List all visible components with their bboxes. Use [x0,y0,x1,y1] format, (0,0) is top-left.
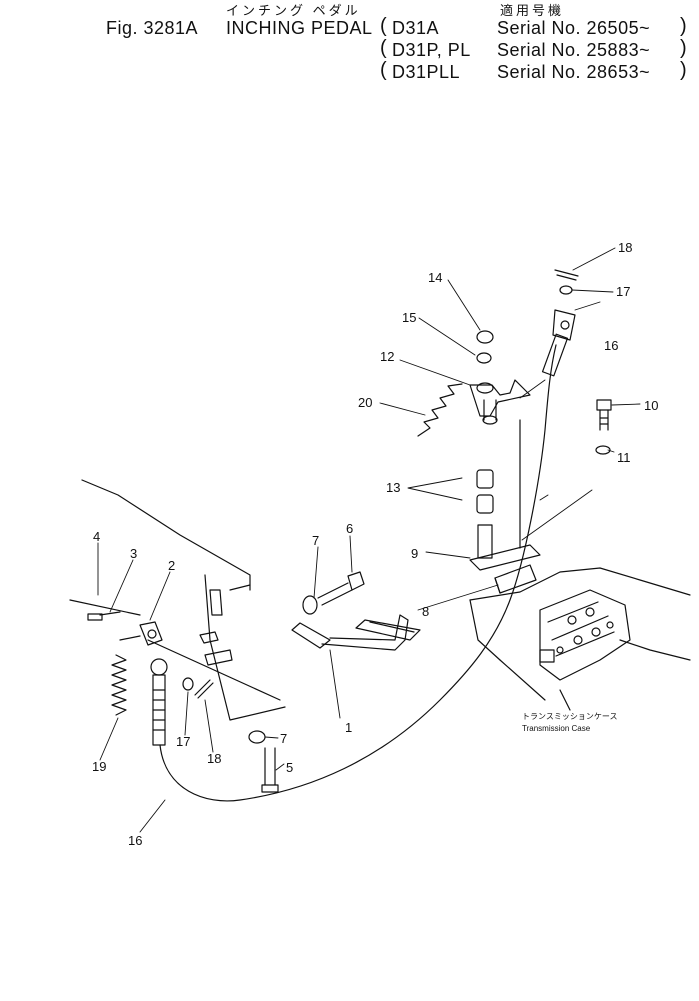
nut-14 [476,330,494,344]
callout-20: 20 [358,395,372,410]
block-8 [494,564,537,594]
figure-title: INCHING PEDAL [226,18,373,38]
paren-open-3: ( [380,59,387,81]
callout-3: 3 [130,546,137,561]
callout-10: 10 [644,398,658,413]
serial-row-1: Serial No. 26505~ [497,18,651,38]
pin-3 [99,611,121,616]
callout-17-lower: 17 [176,734,190,749]
model-row-2: D31P, PL [392,40,471,60]
paren-close-1: ) [680,15,687,37]
cable-end-upper [541,309,576,377]
callout-18-lower: 18 [207,751,221,766]
cotter-pin-18-upper [554,269,579,281]
serial-row-2: Serial No. 25883~ [497,40,651,60]
callout-6: 6 [346,521,353,536]
spring-20 [417,383,463,437]
callout-8: 8 [422,604,429,619]
callout-labels: 1 2 3 4 5 6 7 7 8 9 10 11 12 13 14 15 16… [92,240,658,848]
floor-plate-right [469,567,691,711]
paren-close-3: ) [680,59,687,81]
washer-15 [476,352,492,364]
inching-pedal [291,614,421,651]
callout-5: 5 [286,760,293,775]
callout-13: 13 [386,480,400,495]
shaft-bracket-9 [469,419,541,571]
callout-16-lower: 16 [128,833,142,848]
callout-4: 4 [93,529,100,544]
kana-applicable: 適用号機 [500,3,565,18]
callout-14: 14 [428,270,442,285]
pivot-bracket [119,621,163,646]
washer-11 [595,445,611,455]
transmission-caption-en: Transmission Case [522,724,591,733]
callout-12: 12 [380,349,394,364]
cable-end-lower [150,658,168,746]
callout-9: 9 [411,546,418,561]
callout-19: 19 [92,759,106,774]
lever-12 [469,379,531,425]
pin-4 [87,613,103,621]
paren-open-2: ( [380,37,387,59]
paren-close-2: ) [680,37,687,59]
transmission-caption: トランスミッションケース Transmission Case [522,712,617,733]
callout-2: 2 [168,558,175,573]
washer-17-lower [182,677,194,691]
transmission-case [539,589,631,681]
washer-17-upper [559,285,573,295]
control-cable [159,344,557,802]
callout-15: 15 [402,310,416,325]
serial-row-3: Serial No. 28653~ [497,62,651,82]
model-row-1: D31A [392,18,440,38]
callout-17-upper: 17 [616,284,630,299]
callout-11: 11 [617,450,631,465]
callout-7-upper: 7 [312,533,319,548]
nut-7-upper [302,595,318,615]
callout-16-upper: 16 [604,338,618,353]
bushing-13 [476,469,494,514]
callout-18-upper: 18 [618,240,632,255]
spring-19 [111,654,127,716]
model-row-3: D31PLL [392,62,461,82]
transmission-caption-jp: トランスミッションケース [522,712,617,721]
bolt-6 [317,571,365,606]
callout-1: 1 [345,720,352,735]
callout-7-lower: 7 [280,731,287,746]
cotter-pin-18-lower [194,679,214,699]
small-brackets [199,589,233,666]
paren-open-1: ( [380,15,387,37]
kana-title: インチング ペダル [226,3,361,18]
figure-number: Fig. 3281A [106,18,199,38]
leader-lines [97,247,641,833]
nut-7-lower [248,730,266,744]
floor-panel [69,479,286,721]
bolt-5 [261,747,279,793]
bolt-10 [596,399,612,431]
